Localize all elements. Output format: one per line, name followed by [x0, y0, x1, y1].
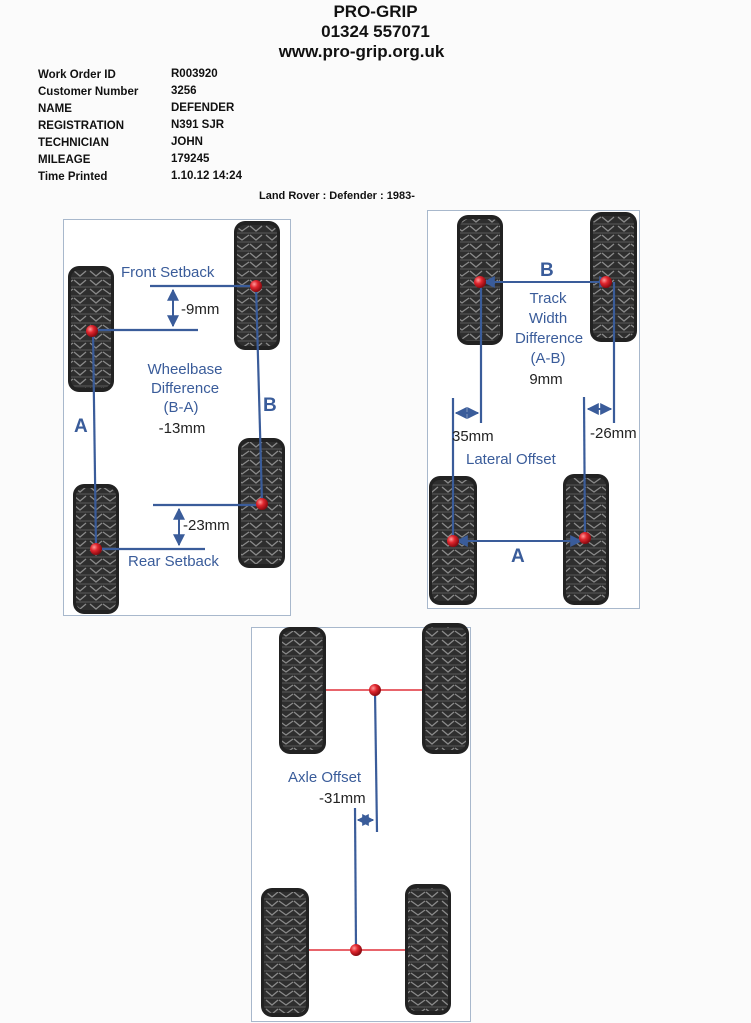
track-top-left-marker — [474, 276, 486, 288]
track-axle-b-label: B — [540, 260, 554, 281]
track-difference-line2: Width — [529, 310, 567, 327]
lateral-offset-label: Lateral Offset — [466, 451, 557, 468]
technician-label: TECHNICIAN — [38, 137, 109, 149]
company-name: PRO-GRIP — [333, 2, 418, 21]
tyre-axle-bottom-right — [405, 884, 451, 1015]
rear-axle-center-marker — [350, 944, 362, 956]
mileage-label: MILEAGE — [38, 154, 91, 166]
track-bottom-left-marker — [447, 535, 459, 547]
time-printed-label: Time Printed — [38, 171, 108, 183]
front-setback-label: Front Setback — [121, 264, 215, 281]
track-difference-line3: Difference — [515, 330, 583, 347]
track-difference-line4: (A-B) — [531, 350, 566, 367]
name-label: NAME — [38, 103, 72, 115]
customer-number-label: Customer Number — [38, 86, 139, 98]
front-axle-center-marker — [369, 684, 381, 696]
wheelbase-difference-value: -13mm — [159, 420, 206, 437]
track-width-diagram: B Track Width Difference (A-B) 9mm 35mm … — [429, 212, 637, 605]
wheelbase-difference-line3: (B-A) — [164, 399, 199, 416]
registration-label: REGISTRATION — [38, 120, 125, 132]
rear-setback-label: Rear Setback — [128, 553, 219, 570]
front-right-marker — [250, 280, 262, 292]
work-order-labels: Work Order ID Customer Number NAME REGIS… — [38, 67, 138, 186]
company-website: www.pro-grip.org.uk — [278, 42, 445, 61]
rear-right-marker — [256, 498, 268, 510]
track-top-right-marker — [600, 276, 612, 288]
track-difference-line1: Track — [530, 290, 567, 307]
company-phone: 01324 557071 — [321, 22, 430, 41]
axle-offset-diagram: Axle Offset -31mm — [261, 623, 469, 1017]
work-order-id-value: R003920 — [171, 68, 218, 80]
wheelbase-difference-line1: Wheelbase — [147, 361, 222, 378]
track-difference-value: 9mm — [529, 371, 562, 388]
axle-offset-value: -31mm — [319, 790, 366, 807]
axle-offset-label: Axle Offset — [288, 769, 362, 786]
tyre-axle-top-left — [279, 627, 326, 754]
wheelbase-diagram: Front Setback -9mm Wheelbase Difference … — [68, 221, 285, 614]
customer-number-value: 3256 — [171, 85, 197, 97]
right-lateral-offset-value: -26mm — [590, 425, 637, 442]
left-lateral-offset-value: 35mm — [452, 428, 494, 445]
vehicle-title: Land Rover : Defender : 1983- — [259, 190, 415, 202]
wheelbase-difference-line2: Difference — [151, 380, 219, 397]
front-setback-value: -9mm — [181, 301, 219, 318]
tyre-axle-bottom-left — [261, 888, 309, 1017]
registration-value: N391 SJR — [171, 119, 225, 131]
rear-left-marker — [90, 543, 102, 555]
name-value: DEFENDER — [171, 102, 235, 114]
front-left-marker — [86, 325, 98, 337]
side-a-label: A — [74, 416, 88, 437]
mileage-value: 179245 — [171, 153, 210, 165]
track-bottom-right-marker — [579, 532, 591, 544]
track-axle-a-label: A — [511, 546, 525, 567]
tyre-track-top-right — [590, 212, 637, 342]
time-printed-value: 1.10.12 14:24 — [171, 170, 242, 182]
work-order-id-label: Work Order ID — [38, 69, 116, 81]
side-b-label: B — [263, 395, 277, 416]
technician-value: JOHN — [171, 136, 203, 148]
work-order-values: R003920 3256 DEFENDER N391 SJR JOHN 1792… — [171, 66, 242, 185]
tyre-axle-top-right — [422, 623, 469, 754]
rear-setback-value: -23mm — [183, 517, 230, 534]
